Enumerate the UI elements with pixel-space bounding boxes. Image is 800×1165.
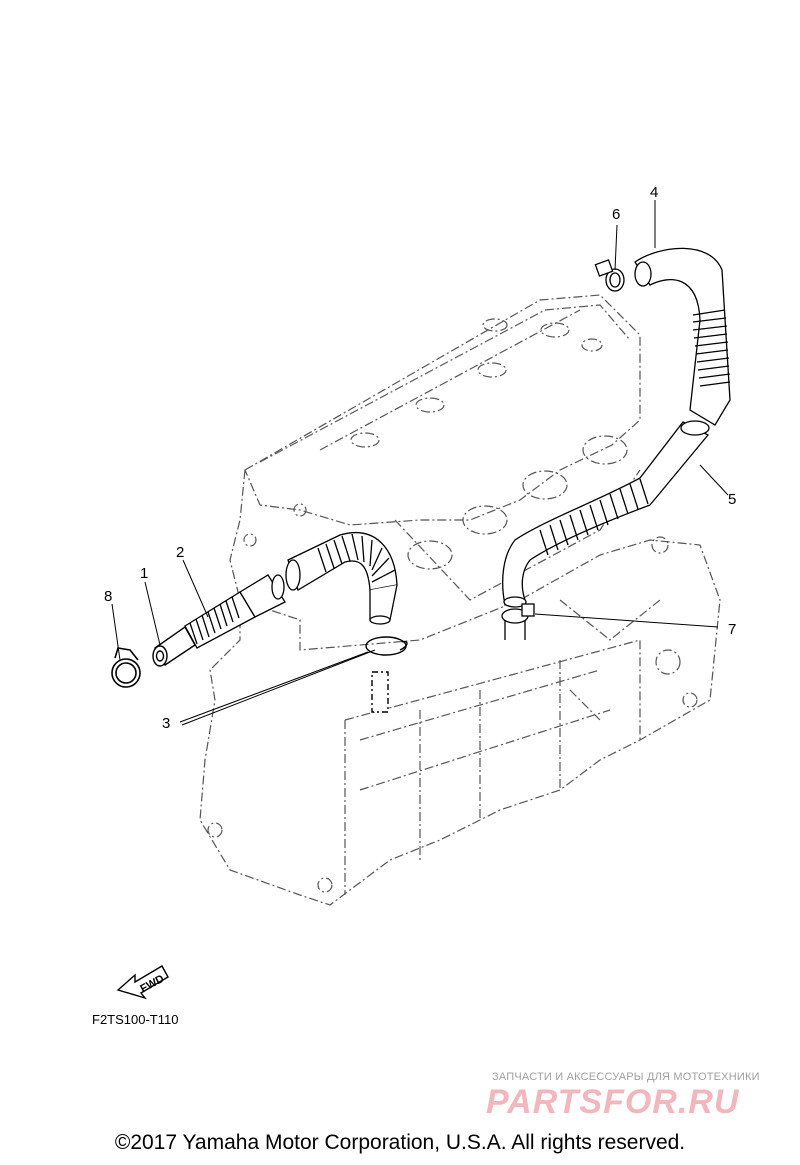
fwd-arrow-icon: FWD [116,965,169,1000]
part-4-hose [634,247,731,426]
callout-2: 2 [176,544,185,561]
part-2-corrugated-hose [184,574,286,649]
copyright-notice: ©2017 Yamaha Motor Corporation, U.S.A. A… [114,1131,686,1154]
watermark-tagline: ЗАПЧАСТИ И АКСЕССУАРЫ ДЛЯ МОТОТЕХНИКИ [492,1071,760,1083]
callout-3: 3 [162,715,171,732]
callout-8: 8 [104,588,113,605]
part-6-clamp [594,259,625,292]
fwd-label: FWD [138,973,166,995]
callout-7: 7 [728,621,737,638]
diagram-code: F2TS100-T110 [92,1012,179,1027]
part-5-hose [502,420,710,608]
callout-1: 1 [140,565,149,582]
callout-5: 5 [728,491,737,508]
callout-6: 6 [612,206,621,223]
part-3-ring [365,636,408,713]
engine-block-outline [199,294,721,906]
callout-4: 4 [650,184,659,201]
leader-lines [111,200,729,726]
elbow-hose [285,532,398,625]
watermark-logo: PARTSFOR.RU [486,1083,740,1121]
part-7-clamp [501,603,535,640]
part-8-clip [111,647,141,688]
